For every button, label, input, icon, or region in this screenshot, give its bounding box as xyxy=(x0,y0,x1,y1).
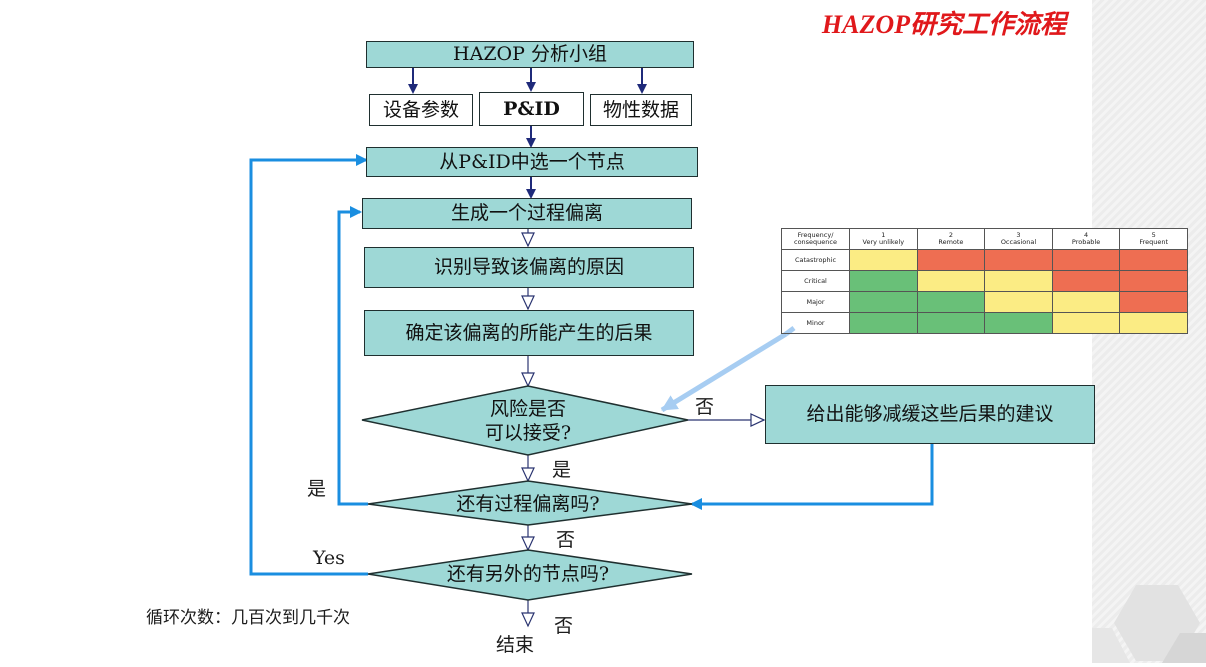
risk-matrix-cell-red xyxy=(1119,270,1188,292)
generate-deviation-label: 生成一个过程偏离 xyxy=(450,202,603,224)
risk-acceptable-diamond xyxy=(361,385,689,456)
loop-count-note: 循环次数：几百次到几千次 xyxy=(146,608,350,628)
more-deviation-text: 还有过程偏离吗? xyxy=(456,493,600,515)
select-node-box: 从P&ID中选一个节点 xyxy=(366,147,698,177)
risk-matrix-row: Minor xyxy=(781,312,1188,334)
risk-matrix-cell-green xyxy=(916,291,986,313)
risk-matrix-corner-line2: consequence xyxy=(794,238,837,246)
risk-matrix-cell-green xyxy=(849,291,918,313)
physical-properties-box: 物性数据 xyxy=(590,94,692,126)
risk-matrix-cell-yellow xyxy=(1051,312,1121,334)
risk-matrix-cell-green xyxy=(984,312,1053,334)
risk-matrix-cell-red xyxy=(1119,249,1188,271)
recommendations-label: 给出能够减缓这些后果的建议 xyxy=(806,403,1054,425)
risk-matrix-row-label: Minor xyxy=(781,312,850,334)
edge-label-risk-no: 否 xyxy=(695,396,715,418)
end-label: 结束 xyxy=(496,634,535,656)
equipment-params-box: 设备参数 xyxy=(369,94,473,126)
risk-acceptable-line2: 可以接受? xyxy=(484,421,572,444)
risk-matrix-corner-line1: Frequency/ xyxy=(797,231,834,240)
risk-matrix-cell-yellow xyxy=(849,249,918,271)
risk-matrix-cell-red xyxy=(1051,270,1121,292)
edge-label-nodes-no: 否 xyxy=(554,615,574,637)
loop-yes-deviation xyxy=(337,206,368,506)
hazop-team-label: HAZOP 分析小组 xyxy=(453,43,607,65)
generate-deviation-box: 生成一个过程偏离 xyxy=(362,198,692,229)
physical-properties-label: 物性数据 xyxy=(602,98,679,121)
risk-matrix-row: Major xyxy=(781,291,1188,313)
pid-box: P&ID xyxy=(479,92,584,126)
risk-matrix-cell-green xyxy=(849,312,918,334)
risk-matrix-cell-yellow xyxy=(1119,312,1188,334)
pid-label: P&ID xyxy=(503,97,560,120)
select-node-label: 从P&ID中选一个节点 xyxy=(439,150,625,173)
risk-matrix-cell-red xyxy=(916,249,986,271)
more-deviation-diamond xyxy=(367,480,693,526)
loop-yes-nodes xyxy=(249,154,368,576)
hazop-team-box: HAZOP 分析小组 xyxy=(366,41,694,68)
determine-consequences-box: 确定该偏离的所能产生的后果 xyxy=(364,310,694,356)
recommendations-box: 给出能够减缓这些后果的建议 xyxy=(765,385,1095,444)
risk-matrix-row: Catastrophic xyxy=(781,249,1188,271)
identify-causes-label: 识别导致该偏离的原因 xyxy=(433,256,624,278)
risk-matrix-row-label: Major xyxy=(781,291,850,313)
risk-matrix-row: Critical xyxy=(781,270,1188,292)
risk-matrix-corner: Frequency/ consequence xyxy=(781,228,850,250)
identify-causes-box: 识别导致该偏离的原因 xyxy=(364,247,694,288)
risk-matrix-row-label: Catastrophic xyxy=(781,249,850,271)
edge-label-nodes-yes: Yes xyxy=(313,547,345,569)
risk-acceptable-line1: 风险是否 xyxy=(489,398,566,420)
risk-matrix-cell-red xyxy=(1119,291,1188,313)
risk-matrix-cell-yellow xyxy=(916,270,986,292)
edge-label-deviation-no: 否 xyxy=(556,529,576,551)
equipment-params-label: 设备参数 xyxy=(382,98,459,121)
risk-acceptable-text: 风险是否 可以接受? xyxy=(458,398,598,446)
risk-matrix-cell-red xyxy=(984,249,1053,271)
more-nodes-text: 还有另外的节点吗? xyxy=(446,563,610,585)
loop-recommend-to-deviation-check xyxy=(690,444,934,510)
risk-matrix-cell-green xyxy=(916,312,986,334)
pointer-matrix-to-risk xyxy=(660,331,788,413)
risk-matrix-cell-green xyxy=(849,270,918,292)
risk-matrix-cell-red xyxy=(1051,249,1121,271)
page-title: HAZOP研究工作流程 xyxy=(821,10,1066,39)
edge-label-deviation-yes: 是 xyxy=(307,478,327,500)
edge-label-risk-yes: 是 xyxy=(552,459,572,481)
risk-matrix-cell-yellow xyxy=(984,291,1053,313)
risk-matrix-row-label: Critical xyxy=(781,270,850,292)
determine-consequences-label: 确定该偏离的所能产生的后果 xyxy=(405,321,653,344)
risk-matrix-cell-yellow xyxy=(984,270,1053,292)
risk-matrix-cell-yellow xyxy=(1051,291,1121,313)
more-nodes-diamond xyxy=(367,549,693,601)
